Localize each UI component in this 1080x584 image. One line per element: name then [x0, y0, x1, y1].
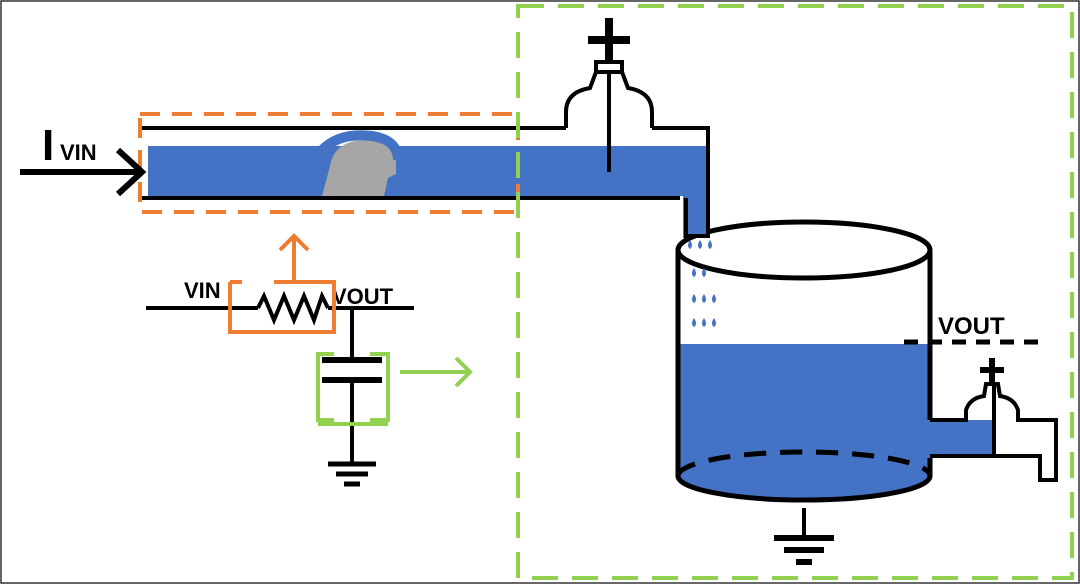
outlet-valve-icon: [930, 358, 1058, 482]
ground-icon: [328, 461, 376, 487]
outlet-water: [928, 420, 994, 454]
tank-vout-label: VOUT: [938, 313, 1005, 340]
tank-highlight-box: [516, 4, 1074, 580]
water-droplets: [688, 240, 716, 327]
resistor-arrow-icon: [274, 233, 326, 284]
current-label-vin: VIN: [60, 140, 97, 165]
pipe-water: [148, 146, 708, 196]
rc-circuit: [146, 290, 414, 487]
circuit-vin-label: VIN: [184, 278, 221, 303]
obstruction-water-overflow: [318, 130, 403, 161]
capacitor-arrow-icon: [400, 356, 473, 388]
tank-ground-icon: [774, 508, 834, 565]
tank-water: [678, 344, 930, 498]
inlet-valve-icon: [564, 18, 654, 172]
resistor-highlight: [228, 280, 336, 334]
current-label-i: I: [42, 121, 54, 170]
pipe-obstruction: [322, 140, 396, 196]
capacitor-highlight: [316, 352, 390, 426]
resistor-icon: [256, 290, 330, 326]
tank-bottom-front: [675, 475, 933, 503]
tank-top-rim: [675, 219, 933, 281]
circuit-vout-label: VOUT: [332, 284, 394, 309]
water-tank: [675, 219, 994, 503]
current-arrow: [20, 147, 147, 197]
tank-bottom-back: [675, 449, 933, 477]
